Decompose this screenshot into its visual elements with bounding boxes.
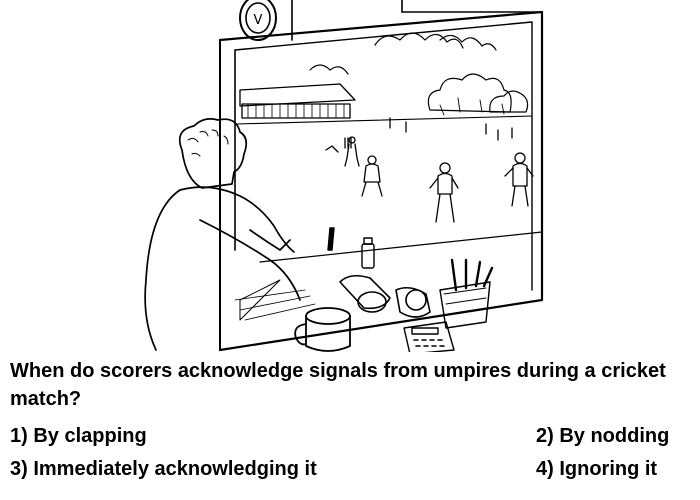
binoculars-icon: [339, 274, 431, 318]
sky-clouds: [309, 32, 497, 75]
clock-letter: V: [254, 13, 263, 28]
pavilion: [239, 83, 356, 119]
answer-option-4[interactable]: 4) Ignoring it: [536, 458, 658, 480]
scorer-person: [144, 118, 316, 351]
scorer-box-illustration: V: [144, 0, 544, 352]
question-text: When do scorers acknowledge signals from…: [10, 360, 666, 410]
calculator-icon: [403, 321, 455, 352]
coffee-cup-icon: [294, 307, 351, 352]
trees: [427, 73, 529, 116]
answer-option-3[interactable]: 3) Immediately acknowledging it: [10, 458, 317, 480]
pencil-holder-icon: [439, 258, 494, 329]
answer-option-2[interactable]: 2) By nodding: [536, 425, 670, 447]
pen-and-bottle: [327, 227, 375, 269]
answer-option-1[interactable]: 1) By clapping: [10, 425, 147, 447]
desk-edge: [259, 231, 543, 263]
cricket-players: [325, 117, 534, 223]
window-frame: [218, 10, 544, 352]
wall-clock-icon: V: [239, 0, 277, 41]
